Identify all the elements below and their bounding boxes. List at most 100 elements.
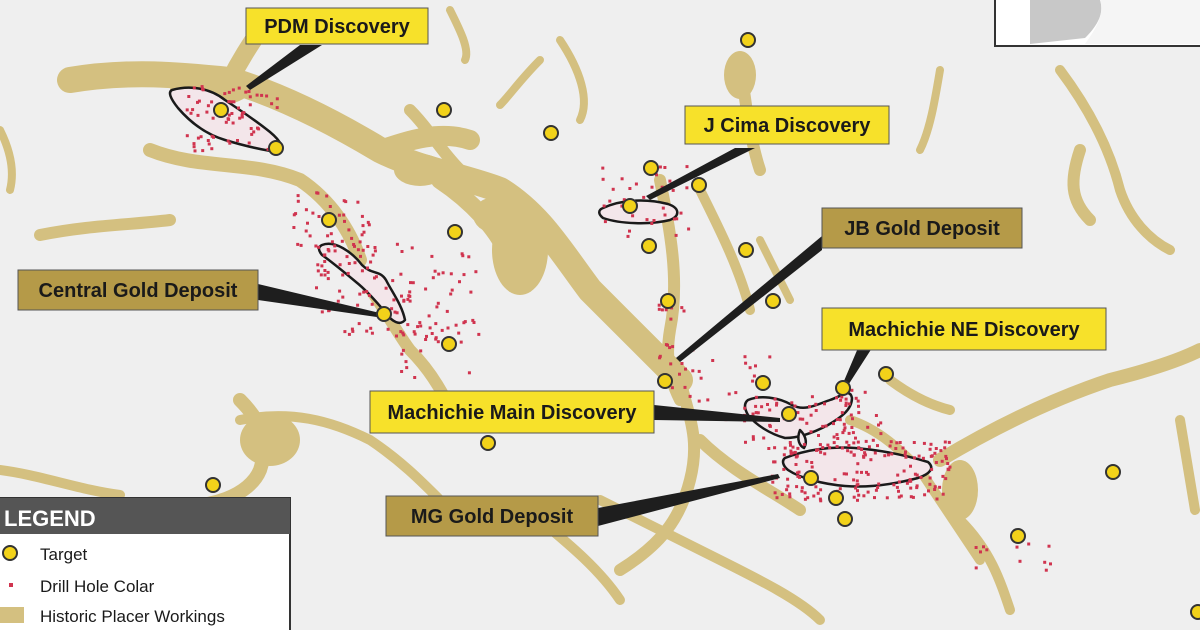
drill-hole-collar [934, 461, 938, 464]
drill-hole-collar [843, 426, 847, 430]
drill-hole-collar [660, 185, 664, 189]
drill-hole-collar [401, 348, 405, 352]
pdm-leader [246, 45, 322, 90]
drill-hole-collar [912, 456, 916, 460]
drill-hole-collar [367, 293, 371, 297]
drill-hole-collar [669, 317, 673, 321]
drill-hole-collar [1027, 542, 1031, 546]
drill-hole-collar [840, 395, 844, 399]
callout-pdm-box [245, 7, 429, 45]
drill-hole-collar [856, 498, 859, 502]
callout-mmain-label: Machichie Main Discovery [388, 402, 638, 424]
drill-hole-collar [320, 310, 324, 314]
drill-hole-collar [788, 492, 792, 496]
drill-hole-collar [675, 217, 679, 221]
drill-hole-collar [187, 95, 191, 98]
target-marker [643, 160, 659, 176]
drill-hole-collar [661, 206, 665, 210]
drill-hole-collar [361, 224, 365, 228]
drill-hole-collar [369, 260, 373, 264]
drill-hole-collar [847, 431, 851, 435]
drill-hole-collar [887, 453, 890, 457]
drill-hole-collar [206, 139, 210, 142]
drill-hole-collar [854, 486, 858, 490]
drill-hole-collar [336, 299, 340, 303]
target-marker [835, 380, 851, 396]
drill-hole-collar [762, 436, 766, 440]
drill-hole-collar [773, 491, 777, 495]
drill-hole-collar [260, 93, 264, 97]
drill-hole-collar [802, 443, 806, 447]
drill-hole-collar [362, 230, 366, 234]
drill-hole-collar [863, 451, 867, 455]
target-marker [205, 477, 221, 493]
drill-hole-collar [434, 337, 438, 341]
drill-hole-collar [938, 485, 942, 489]
drill-hole-collar [436, 301, 440, 305]
drill-hole-collar [373, 249, 377, 253]
drill-hole-collar [413, 332, 417, 336]
drill-hole-collar [933, 488, 937, 491]
drill-hole-collar [789, 452, 793, 456]
drill-hole-collar [250, 132, 254, 136]
drill-hole-collar [463, 320, 467, 324]
drill-hole-collar [687, 227, 691, 231]
drill-hole-collar [275, 106, 279, 110]
drill-hole-collar [611, 187, 615, 191]
drill-hole-collar [803, 497, 807, 501]
drill-hole-collar [922, 441, 926, 445]
drill-hole-collar [458, 280, 461, 284]
callout-jcima: J Cima Discovery [684, 105, 890, 145]
drill-hole-collar [734, 391, 738, 395]
drill-hole-collar [911, 495, 915, 499]
drill-hole-collar [193, 149, 197, 153]
drill-hole-collar [356, 248, 360, 252]
drill-hole-collar [333, 244, 337, 248]
drill-hole-collar [242, 111, 246, 115]
inset-map [994, 0, 1200, 47]
drill-hole-collar [771, 480, 775, 484]
drill-hole-collar [343, 330, 347, 334]
drill-hole-collar [356, 303, 360, 307]
drill-hole-collar [351, 329, 355, 333]
drill-hole-collar [347, 262, 351, 265]
drill-hole-collar [754, 395, 758, 399]
drill-hole-collar [326, 270, 330, 274]
drill-hole-collar [685, 186, 689, 190]
drill-hole-collar [805, 459, 809, 463]
drill-hole-collar [657, 307, 661, 311]
drill-hole-collar [871, 438, 875, 442]
target-marker [376, 306, 392, 322]
drill-hole-collar [751, 379, 755, 383]
drill-hole-collar [680, 362, 684, 365]
drill-hole-collar [863, 453, 867, 457]
drill-hole-collar [943, 446, 947, 450]
drill-hole-collar [934, 447, 938, 450]
drill-hole-collar [369, 326, 373, 330]
drill-hole-collar [424, 287, 428, 291]
drill-hole-collar [256, 126, 259, 130]
drill-hole-collar [824, 424, 828, 428]
drill-hole-collar [860, 448, 864, 451]
drill-hole-collar [752, 374, 756, 378]
callout-mg-label: MG Gold Deposit [411, 506, 574, 528]
drill-hole-collar [207, 142, 211, 146]
drill-hole-collar [794, 463, 798, 466]
drill-hole-collar [223, 92, 227, 96]
drill-hole-collar [457, 331, 461, 335]
drill-hole-collar [411, 281, 415, 285]
drill-hole-collar [685, 165, 689, 169]
callout-mne: Machichie NE Discovery [821, 307, 1107, 351]
drill-hole-collar [360, 214, 364, 218]
drill-hole-collar [191, 108, 195, 112]
drill-hole-collar [856, 440, 860, 444]
drill-hole-collar [601, 177, 605, 181]
drill-hole-collar [413, 376, 417, 379]
drill-hole-collar [917, 454, 921, 458]
drill-hole-collar [433, 269, 437, 273]
drill-hole-collar [231, 121, 235, 125]
drill-hole-collar [912, 441, 916, 444]
drill-hole-collar [948, 465, 952, 469]
drill-hole-collar [856, 489, 859, 493]
drill-hole-collar [323, 269, 327, 272]
